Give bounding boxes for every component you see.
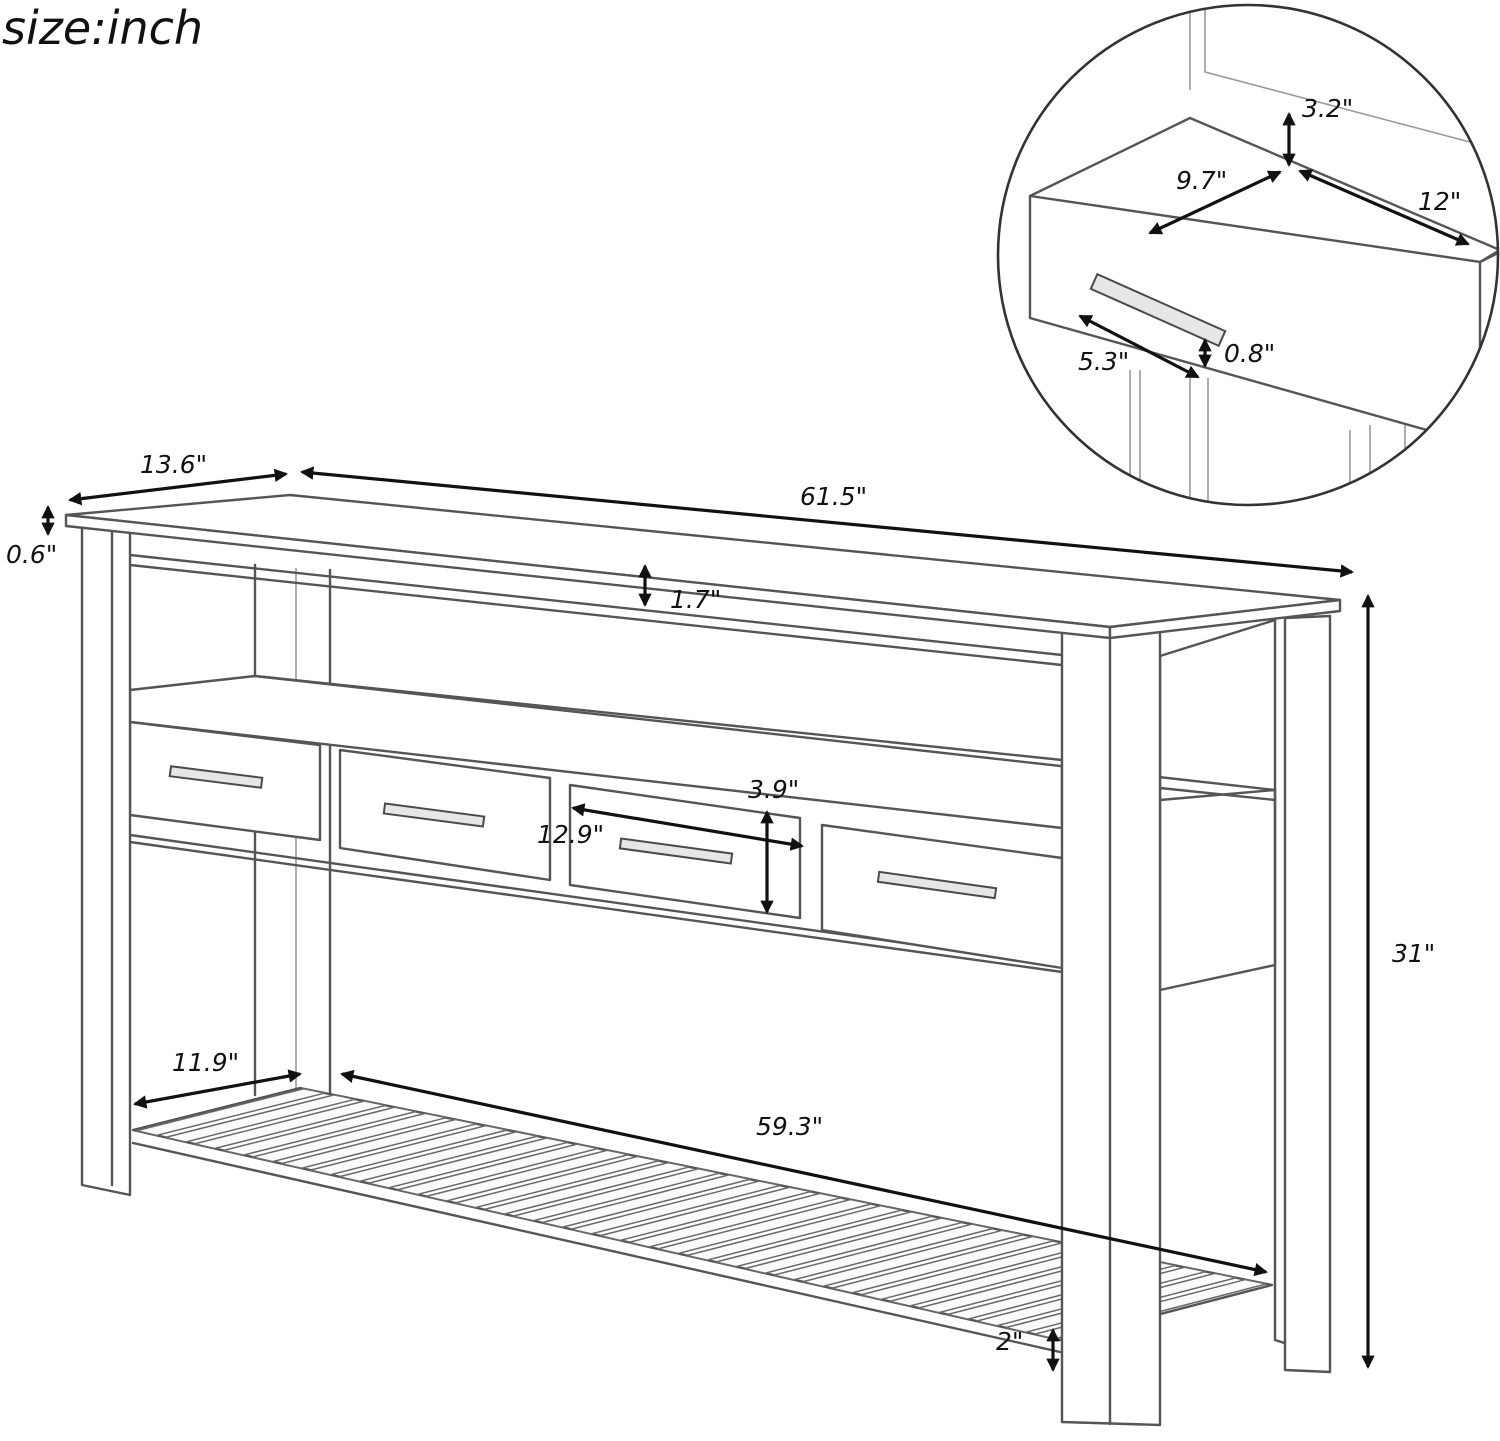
arrow-top-depth xyxy=(67,468,289,506)
label-apron-height: 1.7" xyxy=(670,585,721,614)
drawer-4 xyxy=(820,823,1064,970)
arrow-handle-length xyxy=(1078,314,1200,379)
drawer-handle-2 xyxy=(382,802,486,828)
label-handle-length: 5.3" xyxy=(1078,347,1129,376)
label-drawer-width: 12.9" xyxy=(537,820,604,849)
units-title: size:inch xyxy=(2,1,203,55)
arrow-bottom-shelf-depth xyxy=(133,1069,302,1109)
arrow-drawer-width xyxy=(571,803,804,851)
label-shelf-gap: 3.9" xyxy=(748,775,799,804)
arrow-bottom-shelf-length xyxy=(340,1069,1268,1277)
arrow-inner-width xyxy=(1148,170,1282,235)
label-bottom-shelf-depth: 11.9" xyxy=(172,1048,239,1077)
label-top-thickness: 0.6" xyxy=(6,540,57,569)
label-handle-height: 0.8" xyxy=(1224,339,1275,368)
label-bottom-shelf-length: 59.3" xyxy=(756,1112,823,1141)
label-floor-clearance: 2" xyxy=(996,1327,1023,1356)
label-overall-height: 31" xyxy=(1392,939,1435,968)
label-inner-depth: 12" xyxy=(1418,187,1461,216)
drawer-handle-1 xyxy=(168,765,264,789)
dimension-arrows xyxy=(41,111,1470,1373)
label-overall-length: 61.5" xyxy=(800,482,867,511)
label-inner-height: 3.2" xyxy=(1302,94,1353,123)
label-top-depth: 13.6" xyxy=(140,450,207,479)
drawer-handle-4 xyxy=(876,870,998,900)
console-table xyxy=(64,493,1342,1427)
front-left-leg xyxy=(80,520,132,1197)
label-inner-width: 9.7" xyxy=(1176,166,1227,195)
arrow-inner-depth xyxy=(1298,169,1470,246)
drawer-detail-inset xyxy=(996,3,1500,507)
arrow-overall-length xyxy=(299,466,1355,578)
